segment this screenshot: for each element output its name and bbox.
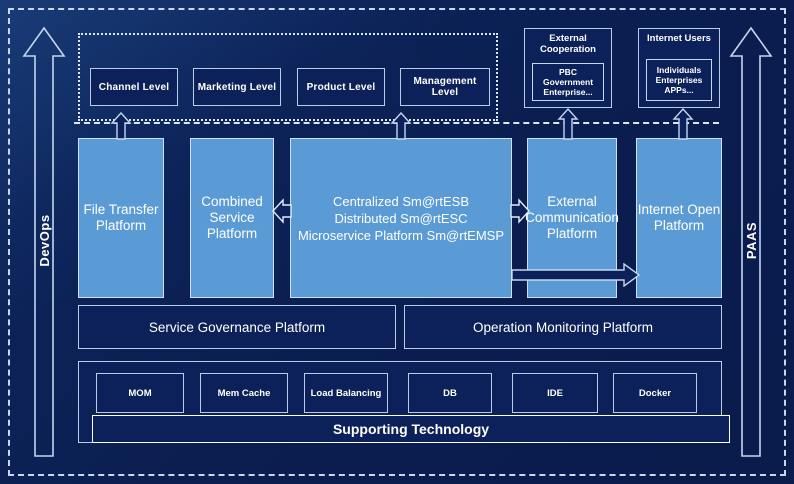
tech-label: MOM xyxy=(128,387,152,399)
platform-label: Internet Open Platform xyxy=(637,202,721,233)
platform-combined-service[interactable]: Combined Service Platform xyxy=(190,138,274,298)
platform-internet-open[interactable]: Internet Open Platform xyxy=(636,138,722,298)
business-layer-container xyxy=(78,33,498,121)
level-box-product[interactable]: Product Level xyxy=(297,68,385,106)
up-arrow-esb xyxy=(390,112,412,140)
tech-box-load-balancing[interactable]: Load Balancing xyxy=(304,373,388,413)
service-governance-platform[interactable]: Service Governance Platform xyxy=(78,305,396,349)
arrow-esb-to-external-communication xyxy=(510,196,530,226)
external-cooperation-title: External Cooperation xyxy=(540,33,596,55)
up-arrow-external-communication xyxy=(557,108,579,140)
supporting-technology-banner[interactable]: Supporting Technology xyxy=(92,415,730,443)
tech-label: DB xyxy=(443,387,457,399)
arrow-esb-to-combined-service xyxy=(272,196,292,226)
level-label: Product Level xyxy=(306,81,376,93)
platform-esb[interactable]: Centralized Sm@rtESB Distributed Sm@rtES… xyxy=(290,138,512,298)
arrow-esb-to-internet-open xyxy=(512,263,640,287)
tech-label: IDE xyxy=(547,387,563,399)
platform-file-transfer[interactable]: File Transfer Platform xyxy=(78,138,164,298)
external-cooperation-detail: PBC Government Enterprise... xyxy=(532,63,604,101)
supporting-technology-label: Supporting Technology xyxy=(332,421,490,437)
level-label: Marketing Level xyxy=(197,81,277,93)
up-arrow-file-transfer xyxy=(110,112,132,140)
internet-users-detail-text: Individuals Enterprises APPs... xyxy=(655,65,703,95)
level-label: Management Level xyxy=(413,76,477,98)
diagram-outer-border xyxy=(8,8,786,476)
internet-users-detail: Individuals Enterprises APPs... xyxy=(646,59,712,101)
level-label: Channel Level xyxy=(98,81,170,93)
row-label: Operation Monitoring Platform xyxy=(472,319,654,335)
row-label: Service Governance Platform xyxy=(148,319,326,335)
internet-users-box[interactable]: Internet Users Individuals Enterprises A… xyxy=(638,28,720,108)
tech-label: Load Balancing xyxy=(310,387,382,399)
level-box-marketing[interactable]: Marketing Level xyxy=(193,68,281,106)
tech-box-docker[interactable]: Docker xyxy=(613,373,697,413)
internet-users-title: Internet Users xyxy=(647,33,711,44)
platform-label: External Communication Platform xyxy=(525,194,619,241)
tech-box-mom[interactable]: MOM xyxy=(96,373,184,413)
platform-label: Combined Service Platform xyxy=(201,194,263,241)
up-arrow-internet-open xyxy=(672,108,694,140)
level-box-channel[interactable]: Channel Level xyxy=(90,68,178,106)
tech-label: Docker xyxy=(638,387,672,399)
tech-box-mem-cache[interactable]: Mem Cache xyxy=(200,373,288,413)
operation-monitoring-platform[interactable]: Operation Monitoring Platform xyxy=(404,305,722,349)
platform-label: Centralized Sm@rtESB Distributed Sm@rtES… xyxy=(297,193,505,243)
external-cooperation-detail-text: PBC Government Enterprise... xyxy=(542,67,594,97)
tech-box-db[interactable]: DB xyxy=(408,373,492,413)
devops-arrow: DevOps xyxy=(22,26,66,458)
external-cooperation-box[interactable]: External Cooperation PBC Government Ente… xyxy=(524,28,612,108)
tech-box-ide[interactable]: IDE xyxy=(512,373,598,413)
platform-label: File Transfer Platform xyxy=(83,202,159,233)
tech-label: Mem Cache xyxy=(217,387,271,399)
level-box-management[interactable]: Management Level xyxy=(400,68,490,106)
paas-arrow: PAAS xyxy=(729,26,773,458)
